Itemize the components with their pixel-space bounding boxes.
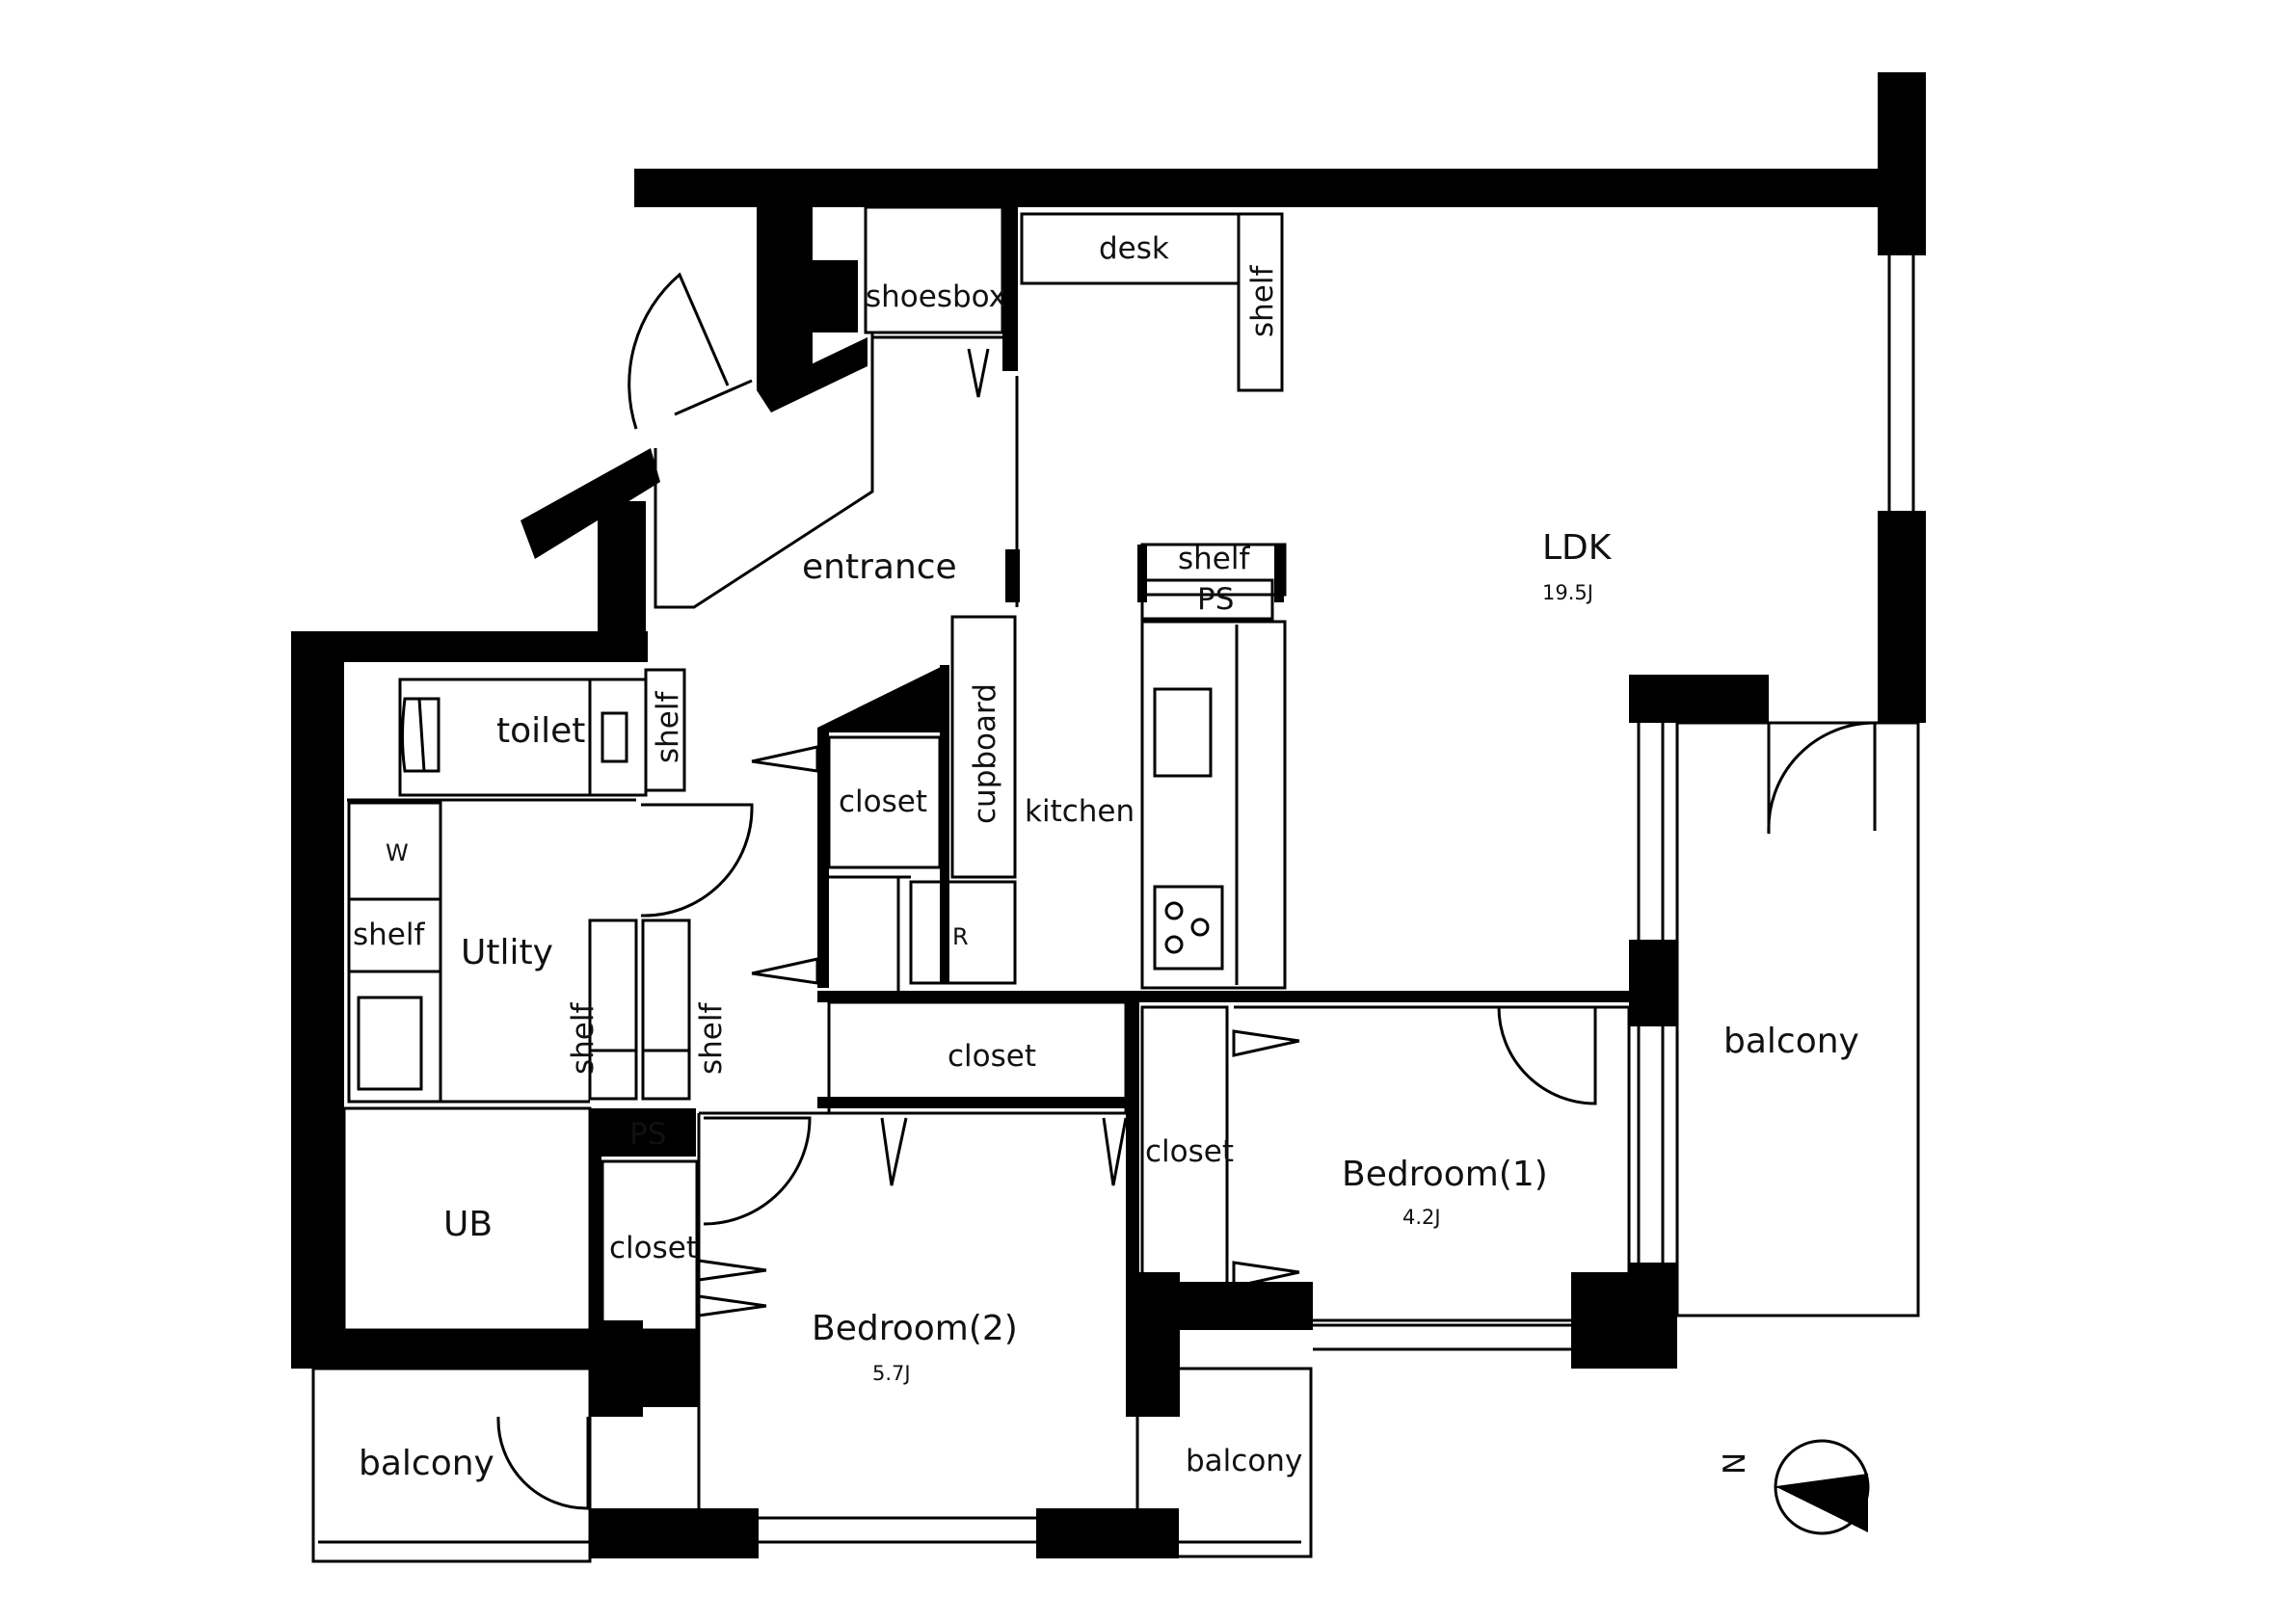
balcony-small-label: balcony <box>1186 1444 1302 1478</box>
closet-bedroom2-label: closet <box>609 1231 698 1265</box>
balcony-east-label: balcony <box>1723 1022 1859 1061</box>
bedroom1-area: 4.2J <box>1402 1206 1441 1229</box>
entrance-label: entrance <box>802 547 957 587</box>
refrigerator-label: R <box>952 923 969 950</box>
washer-label: W <box>386 839 409 866</box>
doors <box>496 272 1877 1510</box>
closet-bedroom1-label: closet <box>1145 1134 1234 1169</box>
shelf-toilet-label: shelf <box>651 691 685 763</box>
cupboard-label: cupboard <box>968 683 1002 824</box>
shelf-kitchen-label: shelf <box>1178 542 1250 576</box>
shelf-desk-label: shelf <box>1245 265 1280 337</box>
walls <box>291 72 1926 1558</box>
partition-lines <box>311 205 1920 1563</box>
shelf-utility-label: shelf <box>353 918 425 952</box>
compass-north-label: N <box>1718 1452 1752 1475</box>
shelf-hall-a-label: shelf <box>566 1002 601 1075</box>
shoesbox-label: shoesbox <box>866 279 1006 314</box>
utility-label: Utlity <box>461 933 553 972</box>
ps-hall-label: PS <box>629 1117 666 1152</box>
toilet-label: toilet <box>496 711 585 751</box>
shelf-hall-b-label: shelf <box>694 1002 729 1075</box>
closet-entrance-label: closet <box>839 785 927 819</box>
kitchen-label: kitchen <box>1025 794 1135 829</box>
north-arrow-icon: N <box>1718 1439 1870 1535</box>
bedroom2-area: 5.7J <box>872 1362 911 1385</box>
ub-label: UB <box>443 1205 493 1244</box>
closet-hall-label: closet <box>948 1039 1036 1074</box>
bedroom1-label: Bedroom(1) <box>1342 1155 1548 1194</box>
desk-label: desk <box>1099 231 1169 266</box>
bedroom2-label: Bedroom(2) <box>812 1309 1018 1348</box>
ldk-area: 19.5J <box>1542 581 1593 604</box>
ldk-label: LDK <box>1542 528 1613 568</box>
ps-kitchen-label: PS <box>1197 582 1234 617</box>
balcony-south-label: balcony <box>359 1444 494 1483</box>
